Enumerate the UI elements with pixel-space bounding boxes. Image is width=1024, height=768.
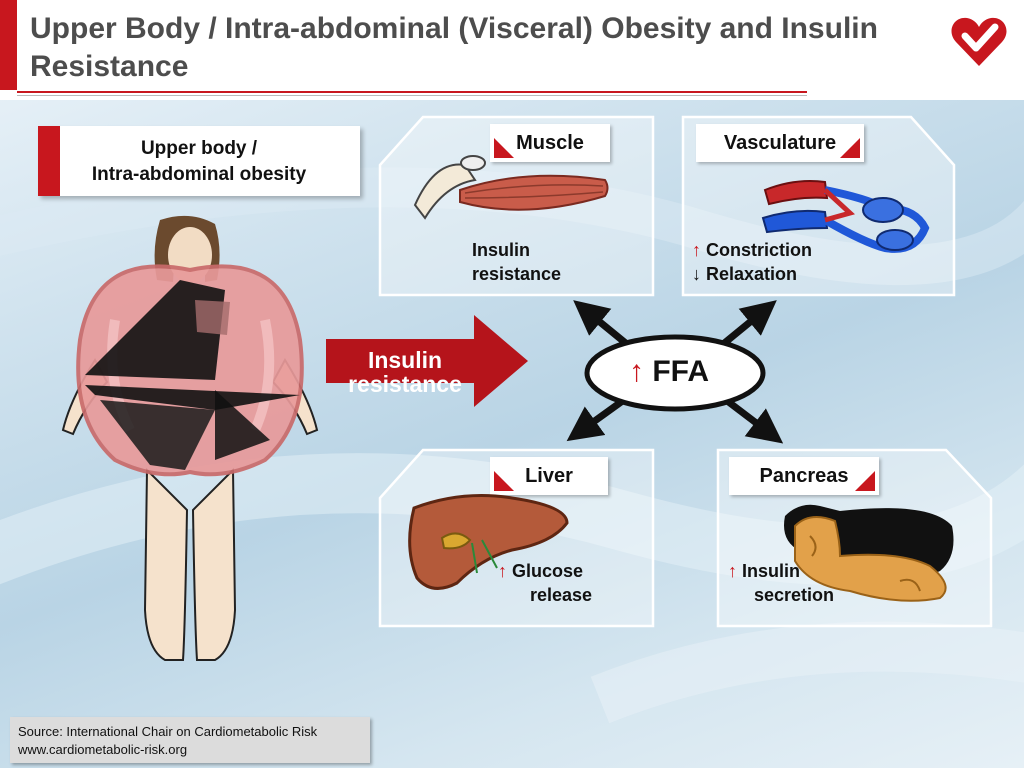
vasculature-illustration <box>761 180 930 253</box>
muscle-title: Muscle <box>490 124 610 162</box>
pancreas-corner-marker <box>855 471 875 491</box>
liver-corner-marker <box>494 471 514 491</box>
vasculature-title-text: Vasculature <box>723 132 837 154</box>
muscle-corner-marker <box>494 138 514 158</box>
vasculature-down-arrow: ↓ <box>692 264 701 284</box>
liver-illustration <box>408 494 569 590</box>
muscle-text: Insulin resistance <box>472 238 561 286</box>
obese-body-illustration <box>61 215 319 661</box>
source-note: Source: International Chair on Cardiomet… <box>10 717 370 763</box>
source-url: www.cardiometabolic-risk.org <box>18 742 188 757</box>
upper-body-label: Upper body / Intra-abdominal obesity <box>38 126 360 196</box>
pancreas-line1: Insulin <box>742 561 801 581</box>
insulin-resistance-line1: Insulin <box>367 347 443 373</box>
source-line1: Source: International Chair on Cardiomet… <box>18 724 318 739</box>
pancreas-text: ↑ Insulin secretion <box>728 559 834 607</box>
header-accent-bar <box>0 0 17 90</box>
insulin-resistance-label: Insulin resistance <box>330 348 480 396</box>
liver-title-text: Liver <box>525 465 573 487</box>
liver-line1: Glucose <box>512 561 584 581</box>
header-rule-secondary <box>17 95 807 96</box>
liver-line2: release <box>530 585 593 605</box>
insulin-resistance-line2: resistance <box>348 371 462 397</box>
ffa-label: ↑ FFA <box>604 355 734 389</box>
vasculature-corner-marker <box>840 138 860 158</box>
ffa-text: FFA <box>652 355 709 388</box>
liver-title: Liver <box>490 457 608 495</box>
pancreas-illustration <box>784 504 954 602</box>
slide-title: Upper Body / Intra-abdominal (Visceral) … <box>30 12 878 83</box>
insulin-resistance-arrow <box>326 315 528 407</box>
liver-text: ↑ Glucose release <box>498 559 592 607</box>
muscle-line1: Insulin <box>472 240 530 260</box>
vasculature-text: ↑ Constriction ↓ Relaxation <box>692 238 812 286</box>
vasculature-title: Vasculature <box>696 124 864 162</box>
upper-body-line1: Upper body / <box>140 138 258 159</box>
pancreas-line2: secretion <box>754 585 835 605</box>
muscle-title-text: Muscle <box>516 132 584 154</box>
pancreas-title: Pancreas <box>729 457 879 495</box>
slide-header: Upper Body / Intra-abdominal (Visceral) … <box>0 0 1024 100</box>
ffa-hub <box>566 300 784 444</box>
vasculature-up-arrow: ↑ <box>692 240 701 260</box>
heart-logo-icon <box>951 17 1007 66</box>
ffa-up-arrow: ↑ <box>628 355 644 388</box>
muscle-illustration <box>413 155 609 220</box>
pancreas-title-text: Pancreas <box>759 465 849 487</box>
muscle-line2: resistance <box>472 264 562 284</box>
vasculature-line1: Constriction <box>706 240 813 260</box>
vasculature-line2: Relaxation <box>706 264 798 284</box>
label-accent-bar <box>38 126 60 196</box>
liver-up-arrow: ↑ <box>498 561 507 581</box>
upper-body-line2: Intra-abdominal obesity <box>91 164 307 185</box>
header-rule <box>17 91 807 93</box>
pancreas-up-arrow: ↑ <box>728 561 737 581</box>
